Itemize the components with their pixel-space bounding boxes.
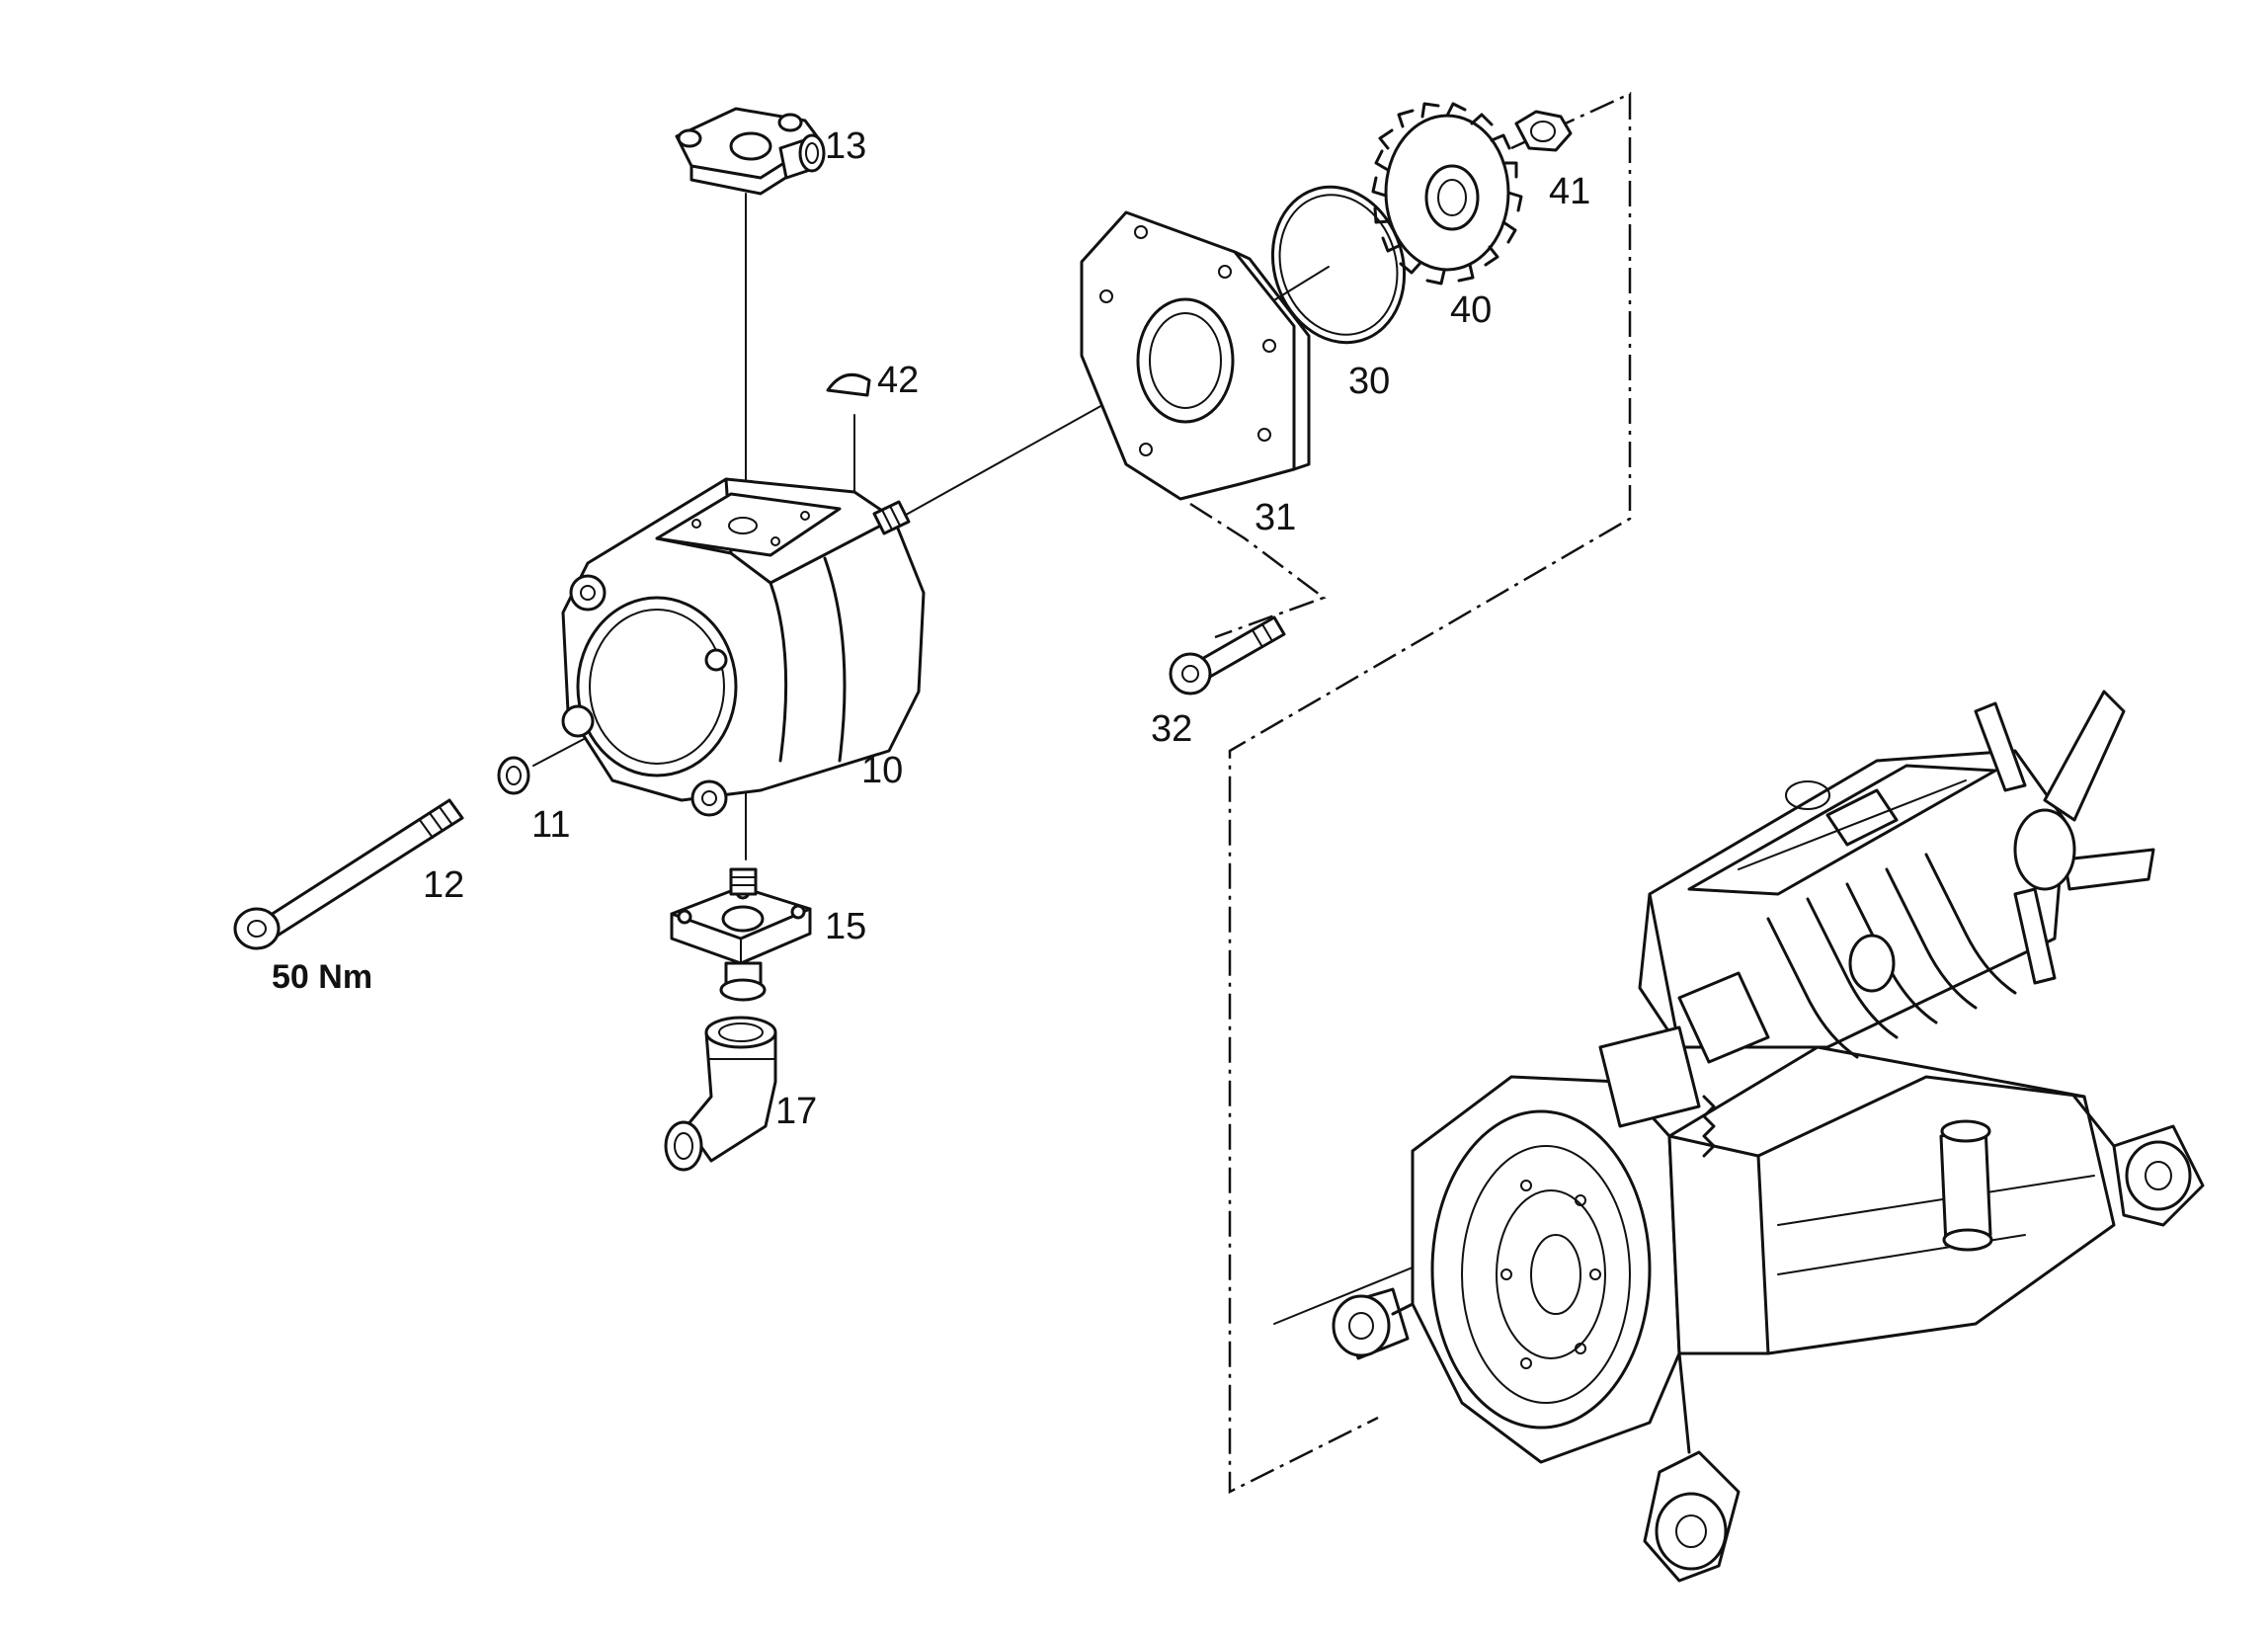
- engine-assembly: [1332, 690, 2205, 1583]
- screw-part-32: [1169, 615, 1286, 695]
- flange-part-13: [675, 107, 826, 210]
- callout-labels: 13 42 10 11 12 50 Nm 15 17 31 30 40 41 3…: [272, 125, 1590, 1132]
- torque-spec-label: 50 Nm: [272, 958, 372, 996]
- hydraulic-pump-part-10: [561, 477, 926, 817]
- nut-part-41: [1514, 110, 1573, 152]
- callout-label-40: 40: [1450, 289, 1492, 331]
- callout-label-31: 31: [1255, 497, 1296, 538]
- callout-label-13: 13: [825, 125, 866, 167]
- gear-part-40: [1371, 102, 1523, 286]
- callout-label-30: 30: [1348, 361, 1390, 402]
- callout-label-11: 11: [531, 804, 570, 846]
- callout-label-32: 32: [1151, 708, 1192, 750]
- flange-part-15: [670, 867, 812, 1002]
- long-bolt-part-12: [233, 798, 464, 950]
- callout-label-12: 12: [423, 864, 464, 906]
- callout-label-15: 15: [825, 906, 866, 947]
- callout-label-42: 42: [877, 360, 919, 401]
- elbow-fitting-part-17: [664, 1016, 777, 1172]
- callout-label-10: 10: [861, 750, 903, 791]
- seal-ring-part-11: [497, 756, 530, 795]
- callout-label-41: 41: [1549, 171, 1590, 212]
- adapter-plate-part-31: [1080, 210, 1311, 501]
- assembly-bracket: [1189, 92, 1632, 1495]
- woodruff-key-part-42: [826, 372, 871, 397]
- callout-label-17: 17: [775, 1091, 817, 1132]
